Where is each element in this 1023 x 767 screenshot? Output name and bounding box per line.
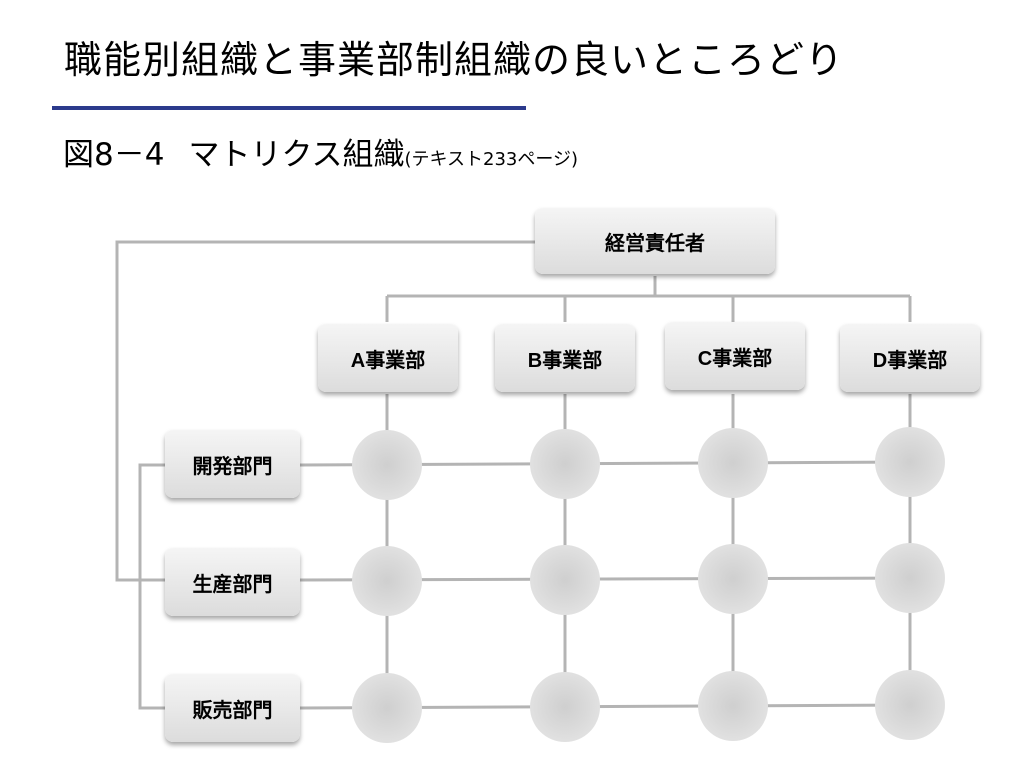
figure-caption: 図8－4 マトリクス組織(テキスト233ページ) bbox=[63, 137, 578, 174]
title-underline bbox=[52, 106, 526, 110]
function-box-sales: 販売部門 bbox=[165, 674, 300, 742]
function-bracket-line bbox=[138, 463, 165, 710]
top-to-function-line bbox=[115, 240, 535, 582]
division-box-d: D事業部 bbox=[840, 324, 980, 392]
figure-name: マトリクス組織 bbox=[188, 137, 405, 173]
figure-note: (テキスト233ページ) bbox=[404, 149, 579, 170]
matrix-node bbox=[875, 670, 945, 740]
matrix-node bbox=[698, 671, 768, 741]
function-box-production: 生産部門 bbox=[165, 548, 300, 616]
matrix-node bbox=[352, 546, 422, 616]
matrix-node bbox=[698, 544, 768, 614]
executive-box: 経営責任者 bbox=[535, 208, 775, 274]
slide-title: 職能別組織と事業部制組織の良いところどり bbox=[64, 38, 845, 82]
matrix-node bbox=[875, 427, 945, 497]
division-box-a: A事業部 bbox=[318, 324, 458, 392]
matrix-node bbox=[530, 672, 600, 742]
matrix-node bbox=[698, 428, 768, 498]
function-box-development: 開発部門 bbox=[165, 430, 300, 498]
matrix-node bbox=[352, 673, 422, 743]
matrix-node bbox=[875, 543, 945, 613]
division-box-c: C事業部 bbox=[665, 322, 805, 390]
division-box-b: B事業部 bbox=[495, 324, 635, 392]
matrix-node bbox=[530, 429, 600, 499]
matrix-node bbox=[352, 430, 422, 500]
matrix-node bbox=[530, 545, 600, 615]
figure-label: 図8－4 bbox=[63, 137, 165, 173]
